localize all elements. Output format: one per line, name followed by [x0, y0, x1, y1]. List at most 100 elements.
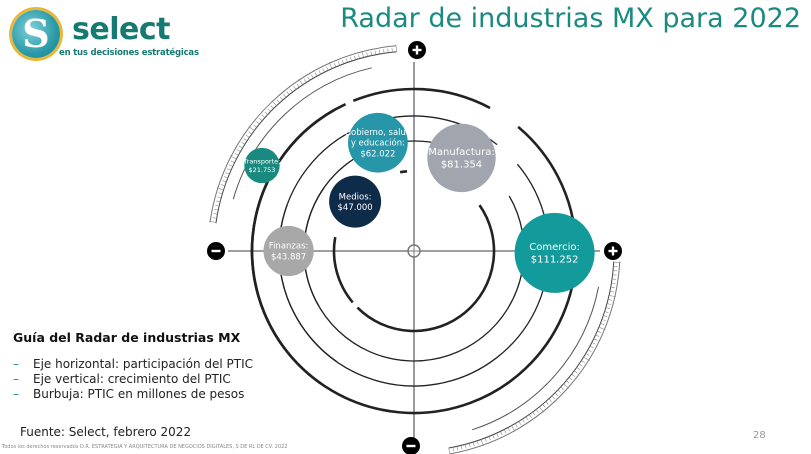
ruler-tick	[212, 217, 217, 219]
bubble-name-label: Comercio:	[529, 242, 580, 253]
guide-item: –Eje vertical: crecimiento del PTIC	[13, 372, 253, 387]
ruler-tick	[248, 126, 255, 131]
ruler-tick	[341, 59, 344, 64]
ruler-tick	[480, 439, 484, 447]
ruler-tick	[589, 345, 594, 349]
ruler-tick	[548, 398, 552, 402]
ruler-tick	[585, 353, 590, 356]
ruler-tick	[496, 433, 499, 437]
guide-title: Guía del Radar de industrias MX	[13, 330, 241, 345]
ruler-tick	[283, 94, 287, 98]
ruler-tick	[554, 392, 558, 396]
bubble-name-label: y educación:	[351, 138, 405, 149]
ruler-tick	[238, 145, 243, 149]
ruler-tick	[525, 416, 529, 421]
guide-item-text: Eje vertical: crecimiento del PTIC	[33, 372, 231, 386]
ruler-tick	[576, 367, 581, 370]
bubble-circle	[514, 212, 595, 293]
radar-ring-4	[332, 236, 354, 304]
ruler-tick	[608, 295, 616, 298]
ruler-tick	[529, 414, 532, 418]
ruler-tick	[500, 431, 503, 436]
ruler-tick	[452, 447, 454, 452]
ruler-tick	[230, 155, 237, 160]
ruler-tick	[241, 142, 245, 145]
bubble-transporte: Transporte:$21.753	[243, 147, 281, 184]
ruler-tick	[598, 326, 606, 331]
bubble-finanzas: Finanzas:$43.887	[263, 225, 314, 277]
bubble-value-label: $111.252	[531, 255, 579, 266]
ruler-tick	[334, 63, 337, 68]
ruler-tick	[587, 349, 592, 353]
bubble-value-label: $21.753	[249, 166, 276, 174]
ruler-tick	[610, 286, 615, 289]
ruler-tick	[460, 445, 463, 450]
bubble-circle	[244, 147, 280, 184]
ruler-tick	[221, 184, 225, 187]
ruler-upper-left-bracket	[232, 67, 372, 200]
ruler-tick	[218, 192, 223, 195]
ruler-upper-left	[215, 51, 397, 224]
bubble-name-label: Finanzas:	[269, 242, 309, 252]
bubble-value-label: $43.887	[271, 252, 306, 262]
bubble-medios: Medios:$47.000	[329, 175, 382, 228]
ruler-tick	[337, 61, 341, 66]
logo-mark-icon	[12, 10, 60, 58]
ruler-tick	[296, 83, 300, 88]
ruler-tick	[545, 401, 549, 405]
ruler-tick	[236, 149, 241, 152]
ruler-tick	[557, 389, 561, 393]
ruler-tick	[595, 334, 600, 337]
bubble-value-label: $47.000	[338, 203, 373, 213]
ruler-tick	[289, 88, 293, 93]
bullet-dash: –	[13, 357, 19, 371]
ruler-tick	[349, 57, 352, 62]
ruler-tick	[370, 51, 373, 56]
ruler-tick	[213, 213, 218, 215]
ruler-tick	[228, 164, 233, 167]
ruler-tick	[532, 411, 536, 416]
ruler-tick	[522, 418, 525, 423]
bullet-dash: –	[13, 372, 19, 386]
ruler-tick	[318, 70, 321, 75]
ruler-tick	[243, 138, 248, 142]
ruler-tick	[535, 409, 539, 413]
ruler-tick	[611, 282, 616, 284]
ruler-tick	[261, 114, 266, 118]
ruler-tick	[573, 370, 578, 374]
ruler-tick	[542, 404, 546, 408]
radar-frame	[207, 41, 622, 454]
ruler-tick	[307, 76, 311, 81]
ruler-tick	[578, 363, 583, 367]
ruler-tick	[601, 319, 606, 322]
ruler-tick	[366, 52, 368, 57]
ruler-tick	[267, 108, 271, 112]
bubble-manufactura: Manufactura:$81.354	[427, 123, 496, 193]
guide-item-text: Burbuja: PTIC en millones de pesos	[33, 387, 245, 401]
ruler-tick	[607, 299, 613, 301]
guide-item: –Eje horizontal: participación del PTIC	[13, 357, 253, 372]
bubble-comercio: Comercio: $111.252	[514, 212, 595, 293]
ruler-tick	[383, 49, 385, 54]
ruler-tick	[566, 380, 570, 384]
ruler-lower-right	[448, 261, 615, 449]
ruler-tick	[298, 78, 303, 85]
ruler-tick	[223, 176, 228, 179]
ruler-lower-right-bracket	[471, 286, 600, 431]
ruler-tick	[507, 427, 511, 432]
bubble-circle	[427, 123, 496, 193]
ruler-tick	[361, 50, 364, 58]
bubble-name-label: Transporte:	[243, 158, 281, 166]
ruler-tick	[568, 377, 573, 381]
guide-item: –Burbuja: PTIC en millones de pesos	[13, 387, 253, 402]
ruler-tick	[605, 307, 610, 309]
bubble-name-label: Gobierno, salud	[344, 128, 411, 138]
ruler-tick	[600, 323, 605, 326]
ruler-tick	[378, 49, 381, 54]
ruler-tick	[395, 44, 397, 52]
ruler-tick	[484, 437, 487, 442]
ruler-tick	[609, 290, 614, 293]
ruler-tick	[256, 121, 260, 125]
ruler-tick	[253, 124, 258, 128]
